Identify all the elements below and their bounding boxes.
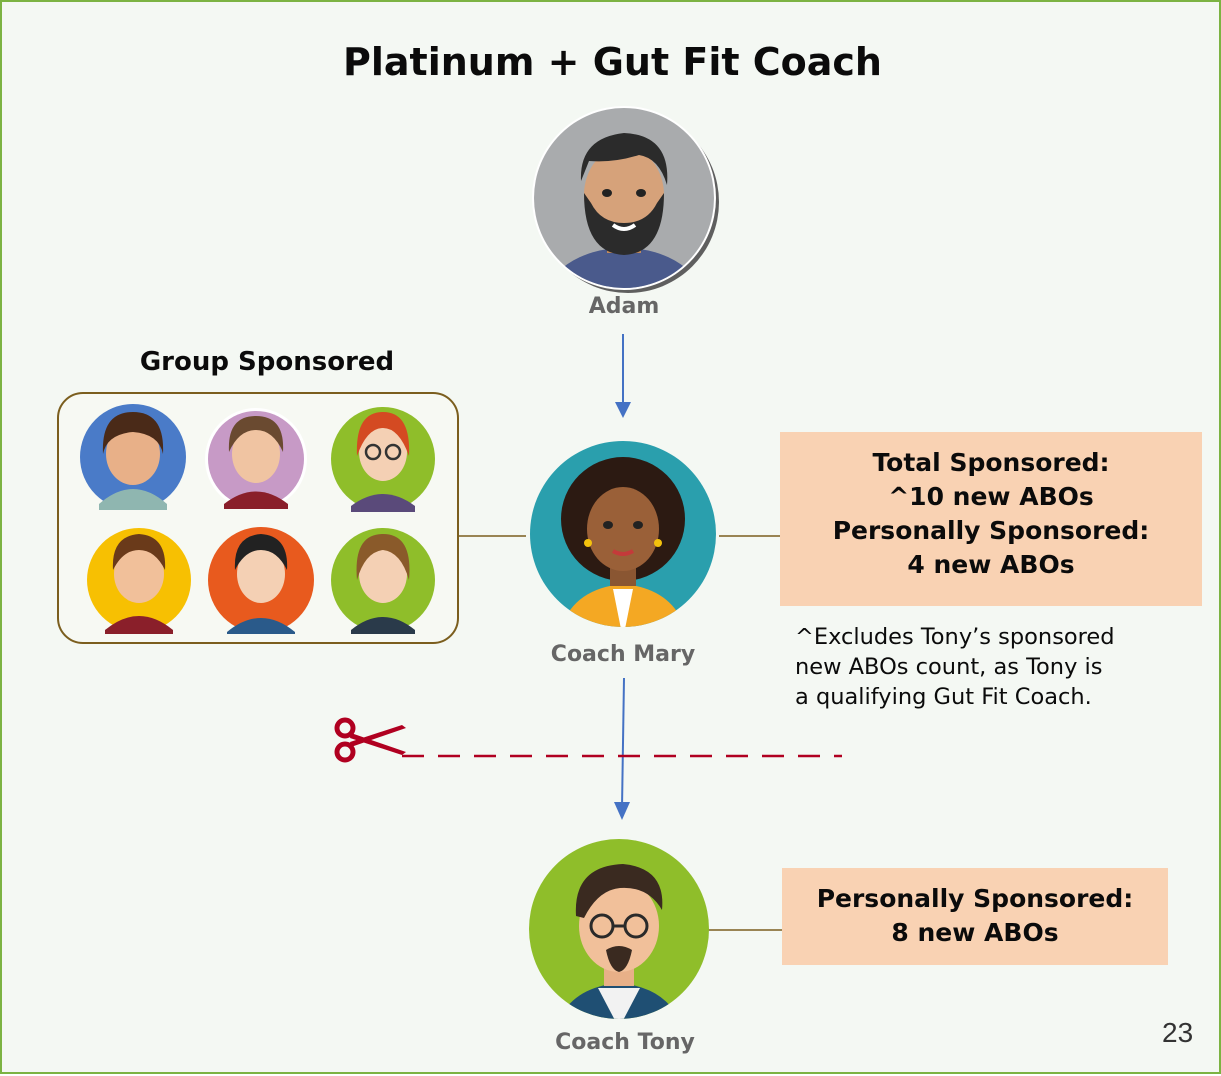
group-avatars [80, 404, 435, 634]
arrow-mary-to-tony [621, 677, 625, 809]
group-avatar-4 [87, 528, 191, 634]
mary-sponsored-box: Total Sponsored: ^10 new ABOs Personally… [780, 432, 1202, 606]
personally-sponsored-label: Personally Sponsored: [832, 516, 1150, 545]
note-line-3: a qualifying Gut Fit Coach. [795, 684, 1092, 710]
group-sponsored-box [57, 392, 459, 644]
tony-name: Coach Tony [555, 1030, 695, 1055]
tony-personally-sponsored-label: Personally Sponsored: [816, 884, 1134, 913]
group-avatar-1 [80, 404, 186, 510]
personally-sponsored-value: 4 new ABOs [907, 550, 1075, 579]
tony-personally-sponsored-value: 8 new ABOs [891, 918, 1059, 947]
group-avatar-5 [208, 527, 314, 634]
page-title: Platinum + Gut Fit Coach [343, 40, 882, 84]
mary-avatar [530, 441, 716, 627]
tony-avatar [529, 839, 709, 1019]
mary-name: Coach Mary [550, 642, 696, 667]
exclusion-note: ^Excludes Tony’s sponsored new ABOs coun… [795, 622, 1195, 712]
adam-avatar [532, 106, 719, 293]
page-number: 23 [1162, 1017, 1194, 1048]
total-sponsored-value: ^10 new ABOs [888, 482, 1094, 511]
group-avatar-2 [205, 408, 307, 510]
note-line-2: new ABOs count, as Tony is [795, 654, 1103, 680]
scissors-icon [334, 717, 406, 763]
note-line-1: ^Excludes Tony’s sponsored [795, 624, 1115, 650]
group-sponsored-title: Group Sponsored [139, 347, 395, 377]
tony-sponsored-box: Personally Sponsored: 8 new ABOs [782, 868, 1168, 965]
group-avatar-6 [331, 528, 435, 634]
group-avatar-3 [331, 407, 435, 512]
total-sponsored-label: Total Sponsored: [872, 448, 1110, 477]
adam-name: Adam [588, 294, 660, 319]
